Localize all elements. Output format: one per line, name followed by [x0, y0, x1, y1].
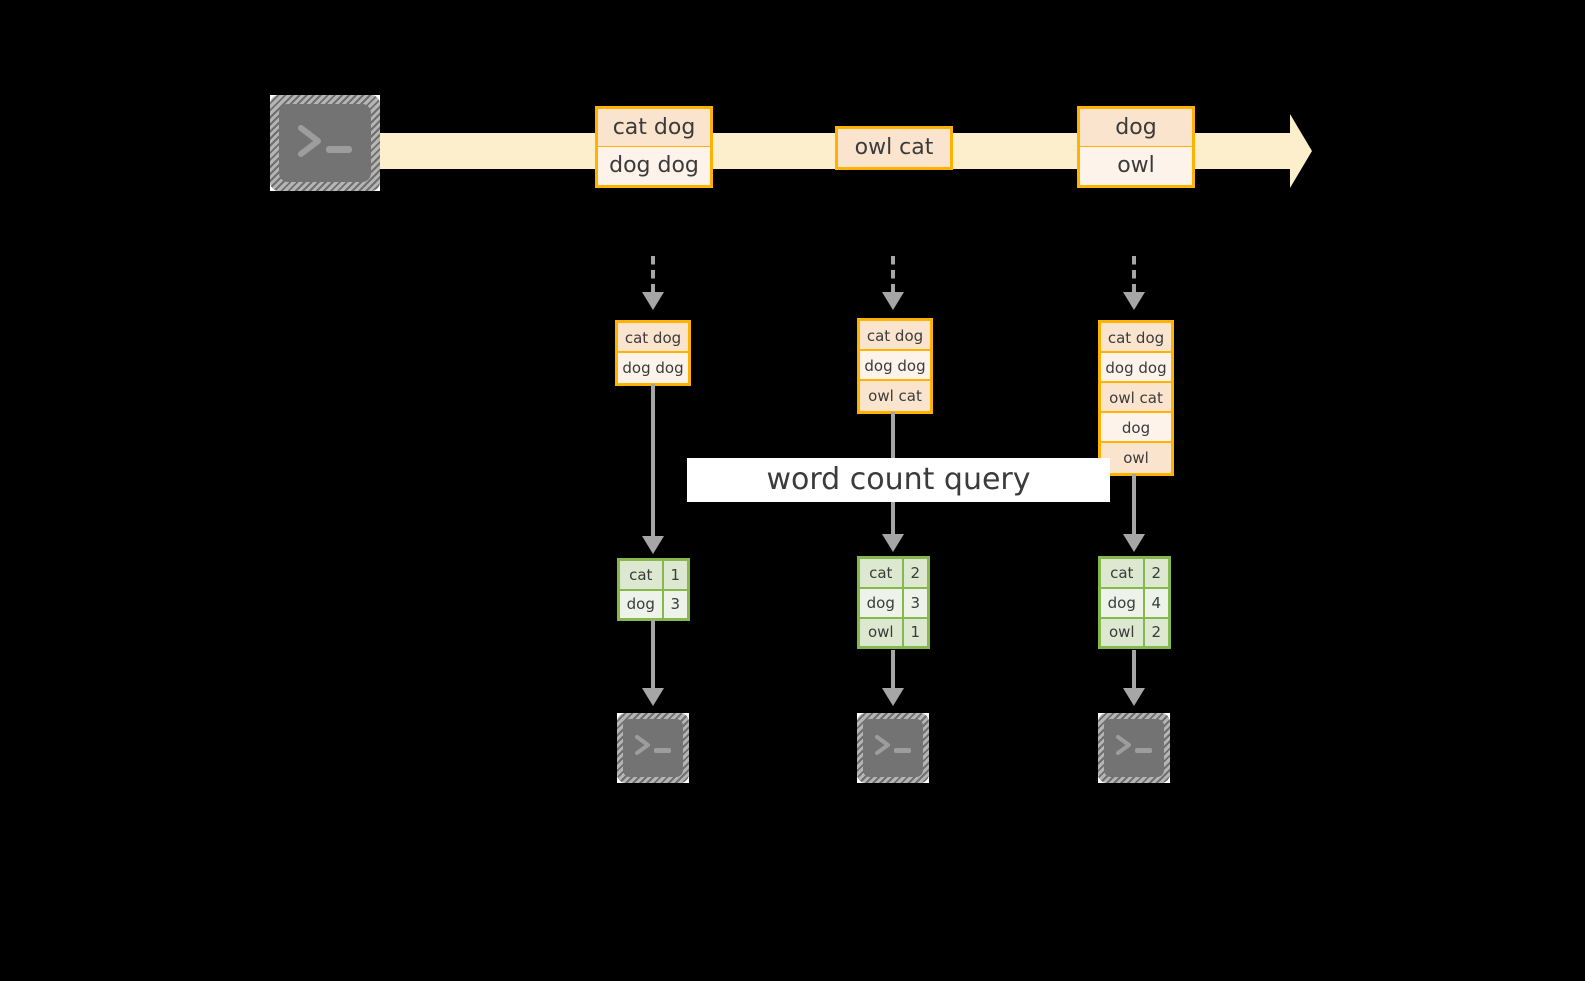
sink-arrow-line-3 — [1132, 650, 1136, 692]
snapshot-stack-3: cat dog dog dog owl cat dog owl — [1098, 320, 1174, 476]
query-arrow-head-1 — [642, 536, 664, 554]
terminal-body — [863, 719, 923, 777]
result-table-2: cat 2 dog 3 owl 1 — [857, 556, 930, 649]
table-row: cat 2 — [1098, 556, 1171, 589]
terminal-body — [1104, 719, 1164, 777]
result-word: cat — [617, 558, 664, 591]
result-count: 4 — [1142, 586, 1171, 619]
table-row: dog 4 — [1098, 586, 1171, 619]
result-count: 3 — [901, 586, 930, 619]
stack-row: cat dog — [618, 323, 688, 353]
feed-arrow-head-3 — [1123, 292, 1145, 310]
sink-arrow-line-1 — [651, 620, 655, 692]
feed-arrow-head-2 — [882, 292, 904, 310]
result-word: cat — [857, 556, 904, 589]
snapshot-stack-2: cat dog dog dog owl cat — [857, 318, 933, 414]
result-word: dog — [1098, 586, 1145, 619]
result-count: 1 — [661, 558, 690, 591]
table-row: dog 3 — [857, 586, 930, 619]
result-table-3: cat 2 dog 4 owl 2 — [1098, 556, 1171, 649]
terminal-prompt-icon — [857, 713, 929, 783]
result-count: 2 — [1142, 616, 1171, 649]
stack-row: cat dog — [860, 321, 930, 351]
terminal-body — [623, 719, 683, 777]
sink-arrow-head-3 — [1123, 688, 1145, 706]
table-row: owl 2 — [1098, 616, 1171, 649]
result-word: owl — [1098, 616, 1145, 649]
table-row: dog 3 — [617, 588, 690, 621]
query-arrow-head-3 — [1123, 534, 1145, 552]
sink-terminal-icon-3 — [1098, 713, 1170, 783]
result-table-1: cat 1 dog 3 — [617, 558, 690, 621]
terminal-prompt-icon — [1098, 713, 1170, 783]
feed-arrow-line-1 — [651, 256, 655, 296]
table-row: cat 1 — [617, 558, 690, 591]
sink-arrow-line-2 — [891, 650, 895, 692]
message-line: owl — [1080, 147, 1192, 185]
query-arrow-head-2 — [882, 534, 904, 552]
result-word: dog — [857, 586, 904, 619]
result-count: 2 — [1142, 556, 1171, 589]
stream-message-3: dog owl — [1077, 106, 1195, 188]
message-line: dog dog — [598, 147, 710, 185]
stack-row: cat dog — [1101, 323, 1171, 353]
sink-terminal-icon-1 — [617, 713, 689, 783]
stack-row: owl cat — [1101, 383, 1171, 413]
message-line: dog — [1080, 109, 1192, 147]
feed-arrow-head-1 — [642, 292, 664, 310]
table-row: cat 2 — [857, 556, 930, 589]
message-line: owl cat — [838, 129, 950, 167]
result-word: dog — [617, 588, 664, 621]
stream-arrowhead-icon — [1290, 114, 1312, 188]
stream-message-2: owl cat — [835, 126, 953, 170]
result-word: cat — [1098, 556, 1145, 589]
stack-row: dog dog — [618, 353, 688, 383]
result-count: 1 — [901, 616, 930, 649]
terminal-prompt-icon — [617, 713, 689, 783]
stack-row: owl cat — [860, 381, 930, 411]
sink-arrow-head-2 — [882, 688, 904, 706]
feed-arrow-line-3 — [1132, 256, 1136, 296]
stack-row: dog dog — [1101, 353, 1171, 383]
table-row: owl 1 — [857, 616, 930, 649]
stack-row: owl — [1101, 443, 1171, 473]
terminal-prompt-icon — [270, 95, 380, 191]
result-count: 3 — [661, 588, 690, 621]
feed-arrow-line-2 — [891, 256, 895, 296]
sink-terminal-icon-2 — [857, 713, 929, 783]
terminal-body — [279, 104, 371, 182]
snapshot-stack-1: cat dog dog dog — [615, 320, 691, 386]
stream-message-1: cat dog dog dog — [595, 106, 713, 188]
sink-arrow-head-1 — [642, 688, 664, 706]
stack-row: dog dog — [860, 351, 930, 381]
query-arrow-line-1 — [651, 384, 655, 540]
message-line: cat dog — [598, 109, 710, 147]
source-terminal-icon — [270, 95, 380, 191]
result-count: 2 — [901, 556, 930, 589]
query-label: word count query — [687, 458, 1110, 502]
query-arrow-line-3 — [1132, 474, 1136, 538]
stack-row: dog — [1101, 413, 1171, 443]
result-word: owl — [857, 616, 904, 649]
